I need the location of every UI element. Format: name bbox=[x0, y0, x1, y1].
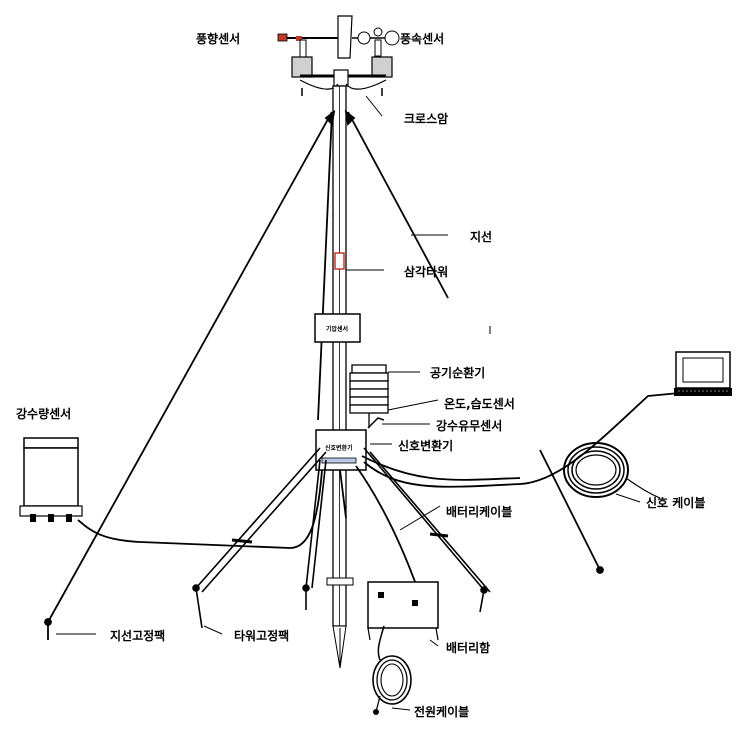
label-rain-gauge: 강수량센서 bbox=[16, 406, 71, 421]
leader-lines bbox=[56, 95, 641, 711]
label-wind-speed-sensor: 풍속센서 bbox=[400, 31, 444, 46]
converter-box-label: 신호변환기 bbox=[325, 444, 353, 452]
label-temp-humidity-sensor: 온도,습도센서 bbox=[444, 396, 515, 411]
label-signal-converter: 신호변환기 bbox=[398, 438, 453, 453]
rain-gauge bbox=[19, 437, 83, 522]
label-signal-cable: 신호 케이블 bbox=[646, 495, 705, 510]
label-guy-wire: 지선 bbox=[470, 229, 492, 244]
label-tower-anchor: 타워고정팩 bbox=[234, 628, 289, 643]
power-cable-coil bbox=[372, 625, 412, 715]
cables bbox=[77, 391, 691, 591]
battery-box bbox=[367, 581, 439, 641]
label-battery-box: 배터리함 bbox=[446, 640, 490, 655]
radiation-shield bbox=[349, 364, 389, 428]
label-power-cable: 전원케이블 bbox=[414, 704, 469, 719]
label-rain-detector: 강수유무센서 bbox=[436, 418, 502, 433]
label-cross-arm: 크로스암 bbox=[404, 112, 448, 126]
label-battery-cable: 배터리케이블 bbox=[446, 504, 512, 519]
label-air-circulator: 공기순환기 bbox=[430, 365, 485, 380]
label-wind-direction-sensor: 풍향센서 bbox=[196, 31, 240, 46]
tripod-legs bbox=[192, 447, 491, 629]
label-guy-anchor: 지선고정팩 bbox=[110, 628, 165, 643]
label-tripod-tower: 삼각타워 bbox=[404, 264, 448, 279]
anemometer bbox=[352, 27, 400, 57]
barometer-box: 기압센서 bbox=[314, 313, 361, 343]
barometer-label: 기압센서 bbox=[326, 325, 348, 333]
guy-wires bbox=[44, 109, 449, 640]
wind-vane bbox=[277, 15, 353, 59]
mast bbox=[326, 85, 354, 669]
monitor bbox=[674, 351, 732, 396]
signal-cable-coil bbox=[563, 442, 661, 499]
